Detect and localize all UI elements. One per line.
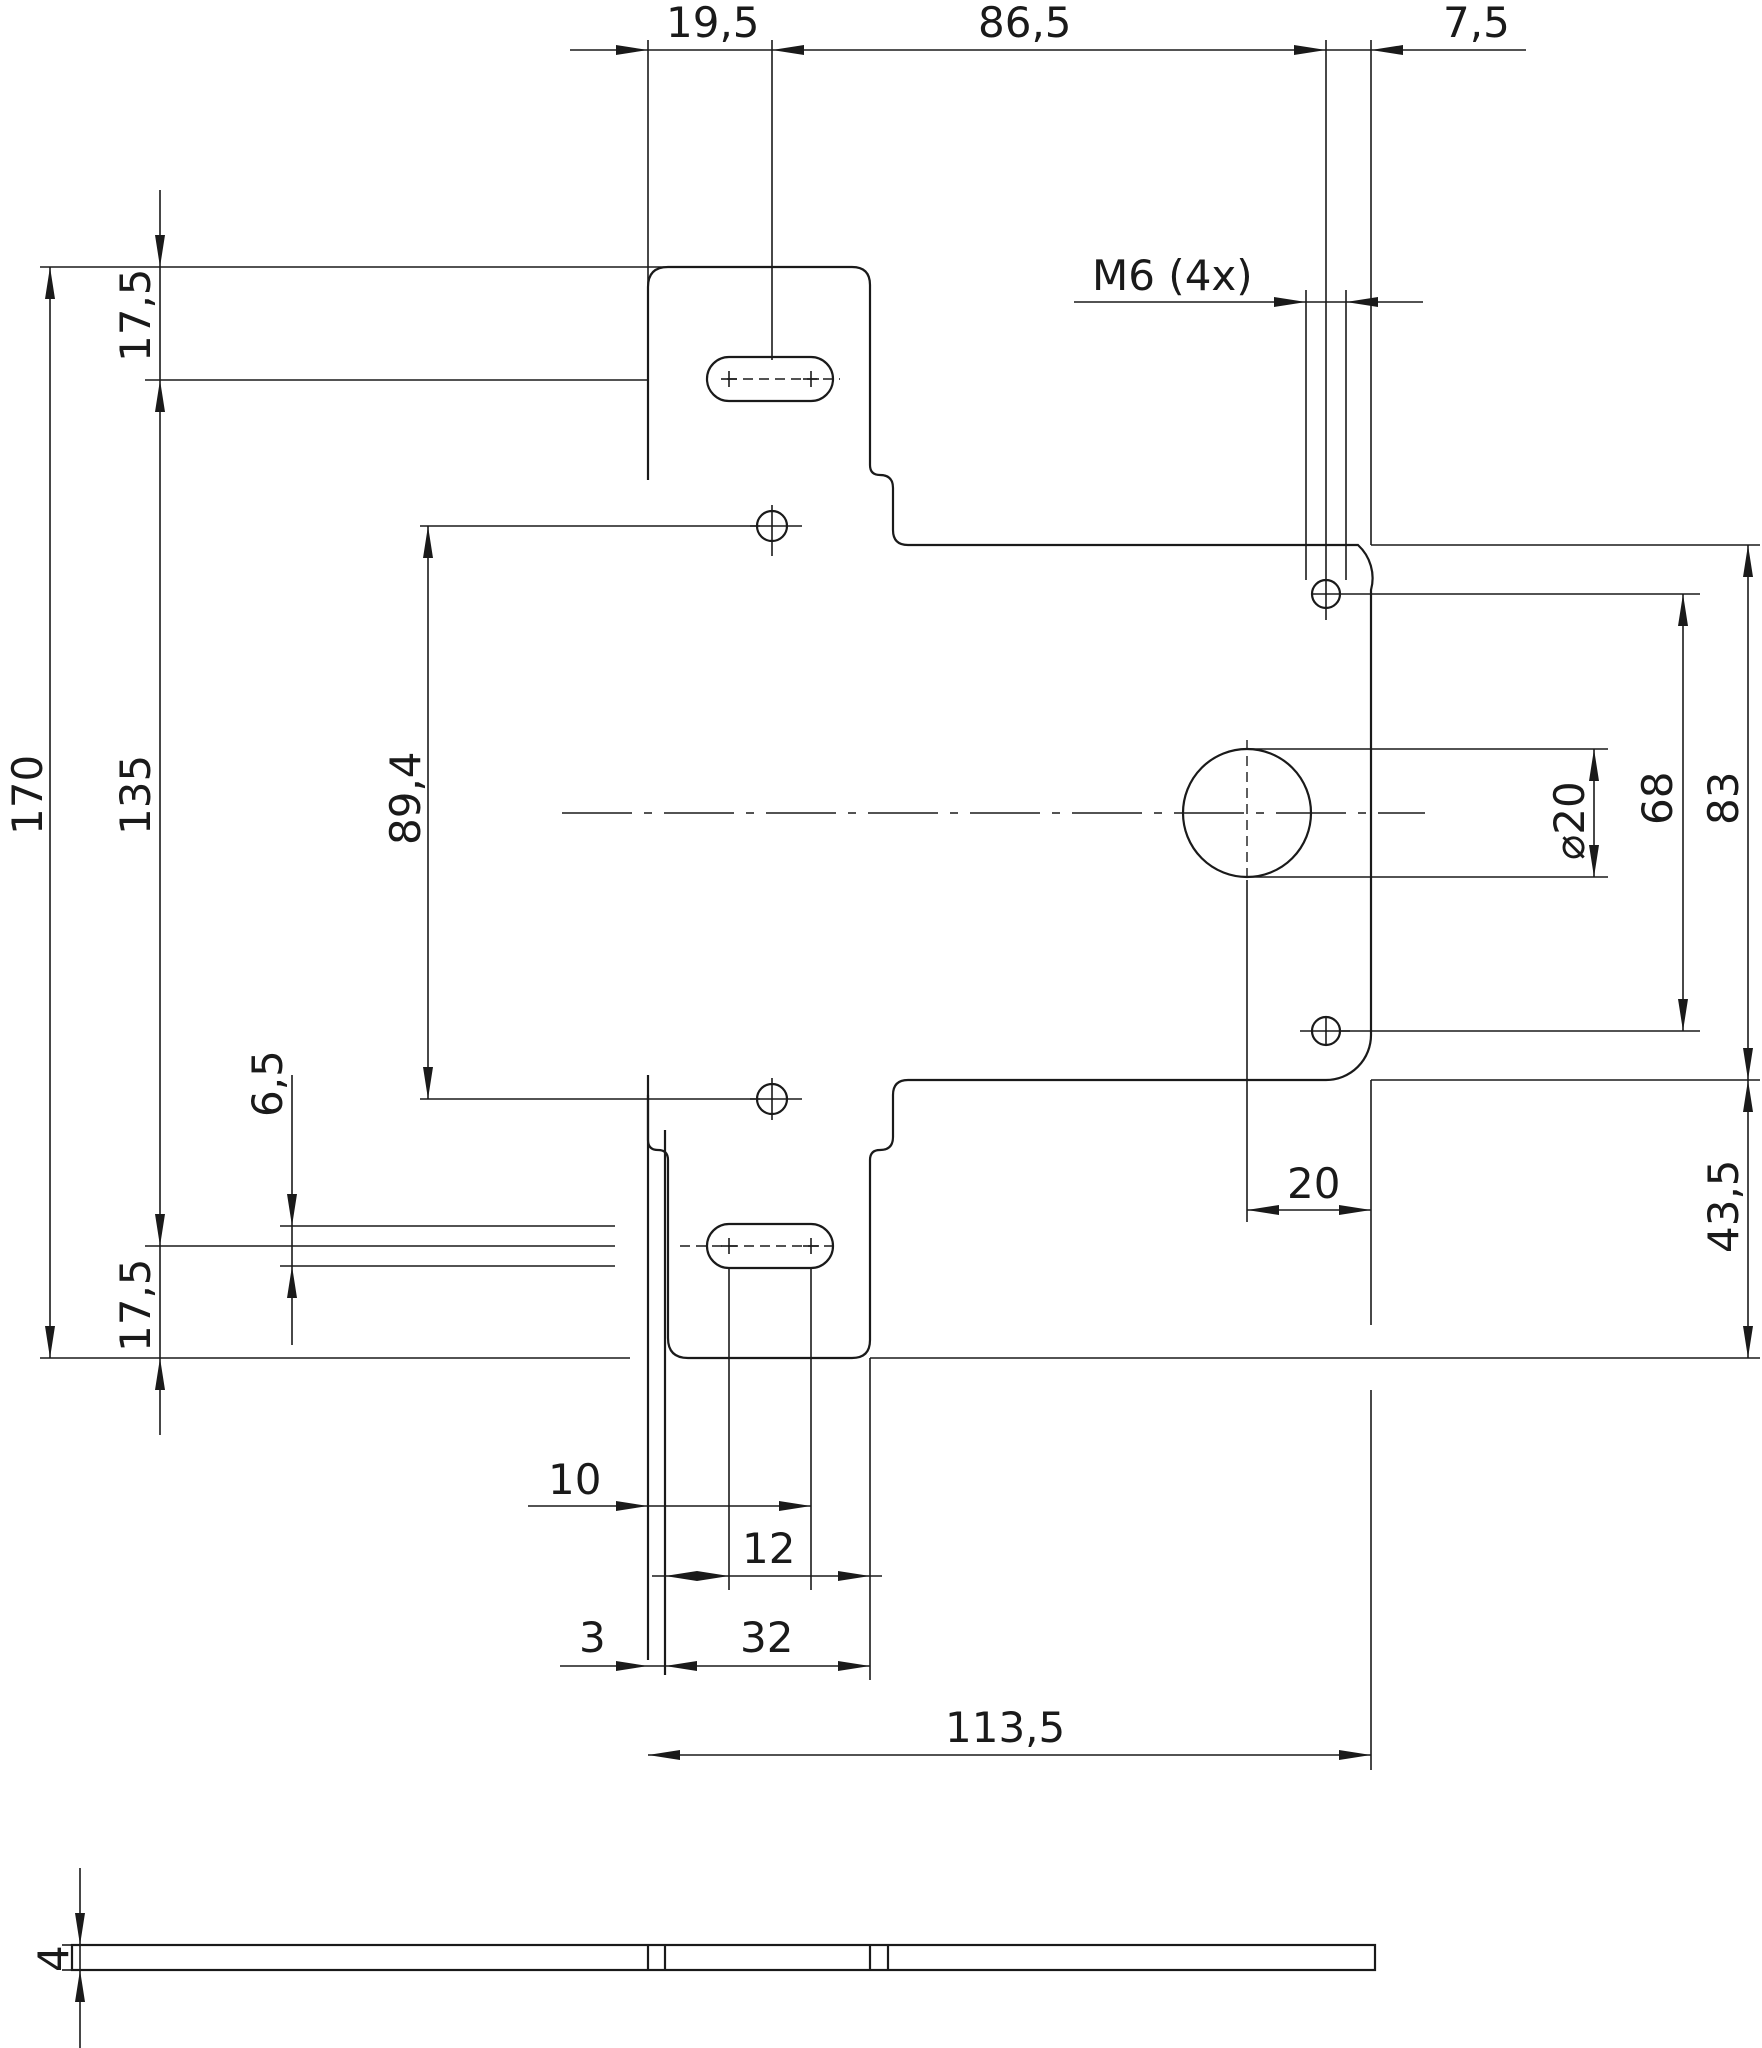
dim-6-5: 6,5 [243, 1050, 292, 1117]
dim-m6-4x: M6 (4x) [1092, 251, 1253, 300]
dim-89-4: 89,4 [381, 751, 430, 845]
dim-20: 20 [1287, 1159, 1340, 1208]
dimension-lines [45, 45, 1753, 1760]
center-hole-dia20 [1181, 740, 1313, 880]
dim-113-5: 113,5 [945, 1703, 1065, 1752]
dim-83: 83 [1699, 772, 1748, 825]
dim-3: 3 [579, 1613, 606, 1662]
m6-hole-top [1310, 578, 1342, 620]
dim-43-5: 43,5 [1699, 1159, 1748, 1253]
dim-17-5-top: 17,5 [111, 268, 160, 362]
dim-170: 170 [3, 755, 52, 835]
dim-17-5-bottom: 17,5 [111, 1258, 160, 1352]
dim-10: 10 [548, 1455, 601, 1504]
dim-19-5: 19,5 [666, 0, 760, 47]
extension-lines [40, 40, 1760, 1770]
dim-86-5: 86,5 [978, 0, 1072, 47]
dim-7-5: 7,5 [1443, 0, 1510, 47]
dim-32: 32 [740, 1613, 793, 1662]
dim-68: 68 [1633, 772, 1682, 825]
dim-dia-20: ⌀20 [1545, 781, 1594, 860]
dim-12: 12 [742, 1524, 795, 1573]
slot-top [705, 355, 840, 403]
slot-bottom [680, 1222, 840, 1270]
dim-135: 135 [111, 755, 160, 835]
plate-outline [646, 265, 1374, 1675]
dim-thickness-4: 4 [29, 1945, 78, 1972]
hole-top-left [750, 505, 802, 556]
side-view [62, 1868, 1377, 2048]
